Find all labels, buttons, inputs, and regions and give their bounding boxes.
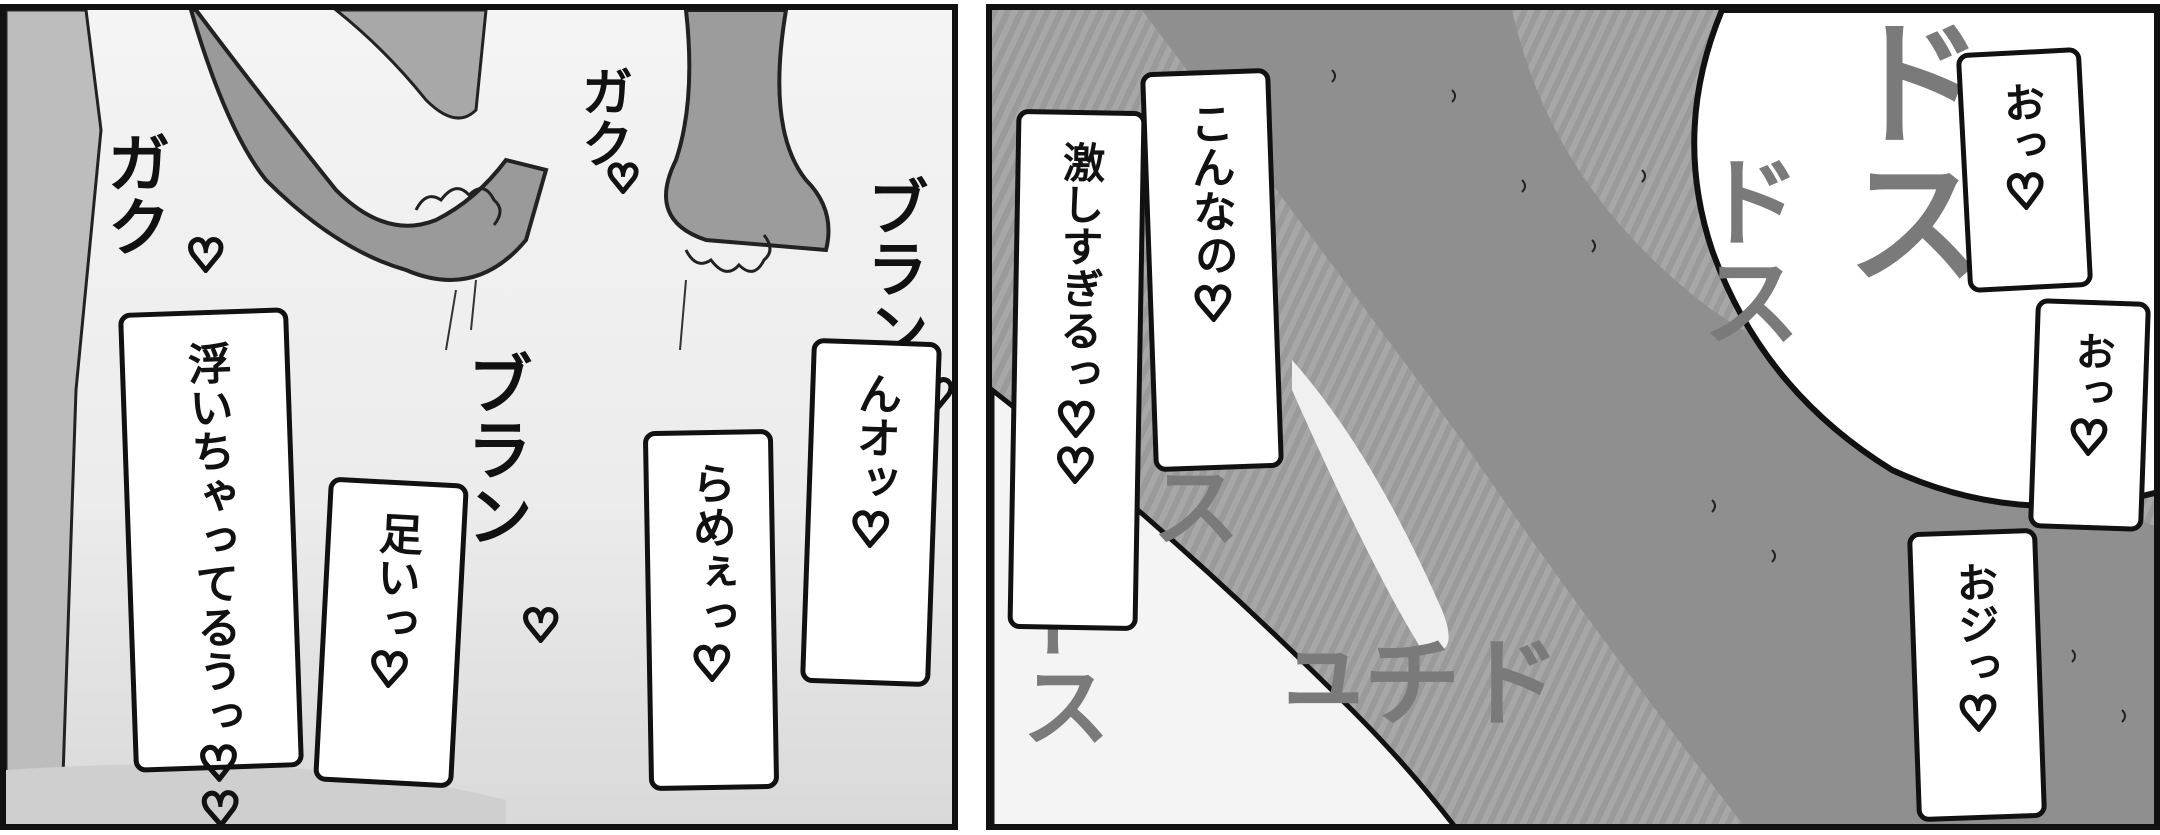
heart-icon: ♡ [689,635,735,694]
sfx-heart-icon: ♡ [519,601,562,652]
heart-group: ♡ ♡ [195,734,244,830]
speech-bubble: おっ ♡ [1955,46,2094,294]
speech-bubble: 浮いちゃってるうっ ♡ ♡ [118,307,304,824]
heart-group: ♡ [1955,684,2002,743]
sfx-dosu: ドス [1821,10,1984,290]
heart-group: ♡ [2065,408,2112,467]
heart-icon: ♡ [195,734,242,793]
sfx-heart-icon: ♡ [604,157,642,201]
sfx-buran: ブラン [856,175,929,361]
speech-text: おっ [1995,79,2050,167]
sfx-gaku: ガク [96,130,170,258]
speech-text: 浮いちゃってるうっ [179,340,244,738]
heart-group: ♡ [365,640,413,700]
heart-group: ♡ [689,635,735,694]
speech-text: おジっ [1949,560,2003,688]
heart-group: ♡ [847,500,894,559]
heart-icon: ♡ [1053,391,1099,450]
speech-bubble: 足いっ ♡ [313,476,469,789]
sfx-gaku: ガク [572,65,632,169]
sfx-dosu: ドス [1684,150,1801,350]
sfx-buran: ブラン [456,350,533,548]
heart-icon: ♡ [2065,408,2112,467]
speech-bubble: 激しすぎるっ ♡ ♡ [1007,108,1147,632]
heart-icon: ♡ [365,640,413,700]
speech-text: こんなの [1181,100,1239,278]
heart-icon: ♡ [1955,684,2002,743]
right-panel: ドス ドス ドス ドチュ ドス こんなの ♡ 激しすぎるっ ♡ ♡ おっ ♡ お… [986,4,2160,830]
sfx-dochu: ドチュ [1244,630,1561,730]
heart-group: ♡ [1190,274,1237,333]
speech-text: 激しすぎるっ [1052,140,1107,394]
speech-bubble: おジっ ♡ [1906,527,2048,823]
speech-bubble: んオッ ♡ [800,337,942,688]
heart-icon: ♡ [197,780,244,830]
speech-text: おっ [2066,330,2116,412]
heart-icon: ♡ [2002,162,2050,222]
speech-bubble: おっ ♡ [2028,298,2151,532]
speech-bubble: らめぇっ ♡ [642,428,780,792]
left-panel: ガク ♡ ガク ♡ ブラン ♡ ブラン ♡ 浮いちゃってるうっ ♡ ♡ 足いっ … [0,4,958,830]
speech-bubble: こんなの ♡ [1140,67,1284,473]
heart-group: ♡ ♡ [1052,391,1099,496]
heart-group: ♡ [2002,162,2050,222]
speech-text: 足いっ [365,509,424,645]
sfx-heart-icon: ♡ [184,231,227,282]
heart-icon: ♡ [847,500,894,559]
heart-icon: ♡ [1190,274,1237,333]
speech-text: らめぇっ [683,460,738,638]
heart-icon: ♡ [1052,437,1098,496]
speech-text: んオッ [846,370,903,504]
